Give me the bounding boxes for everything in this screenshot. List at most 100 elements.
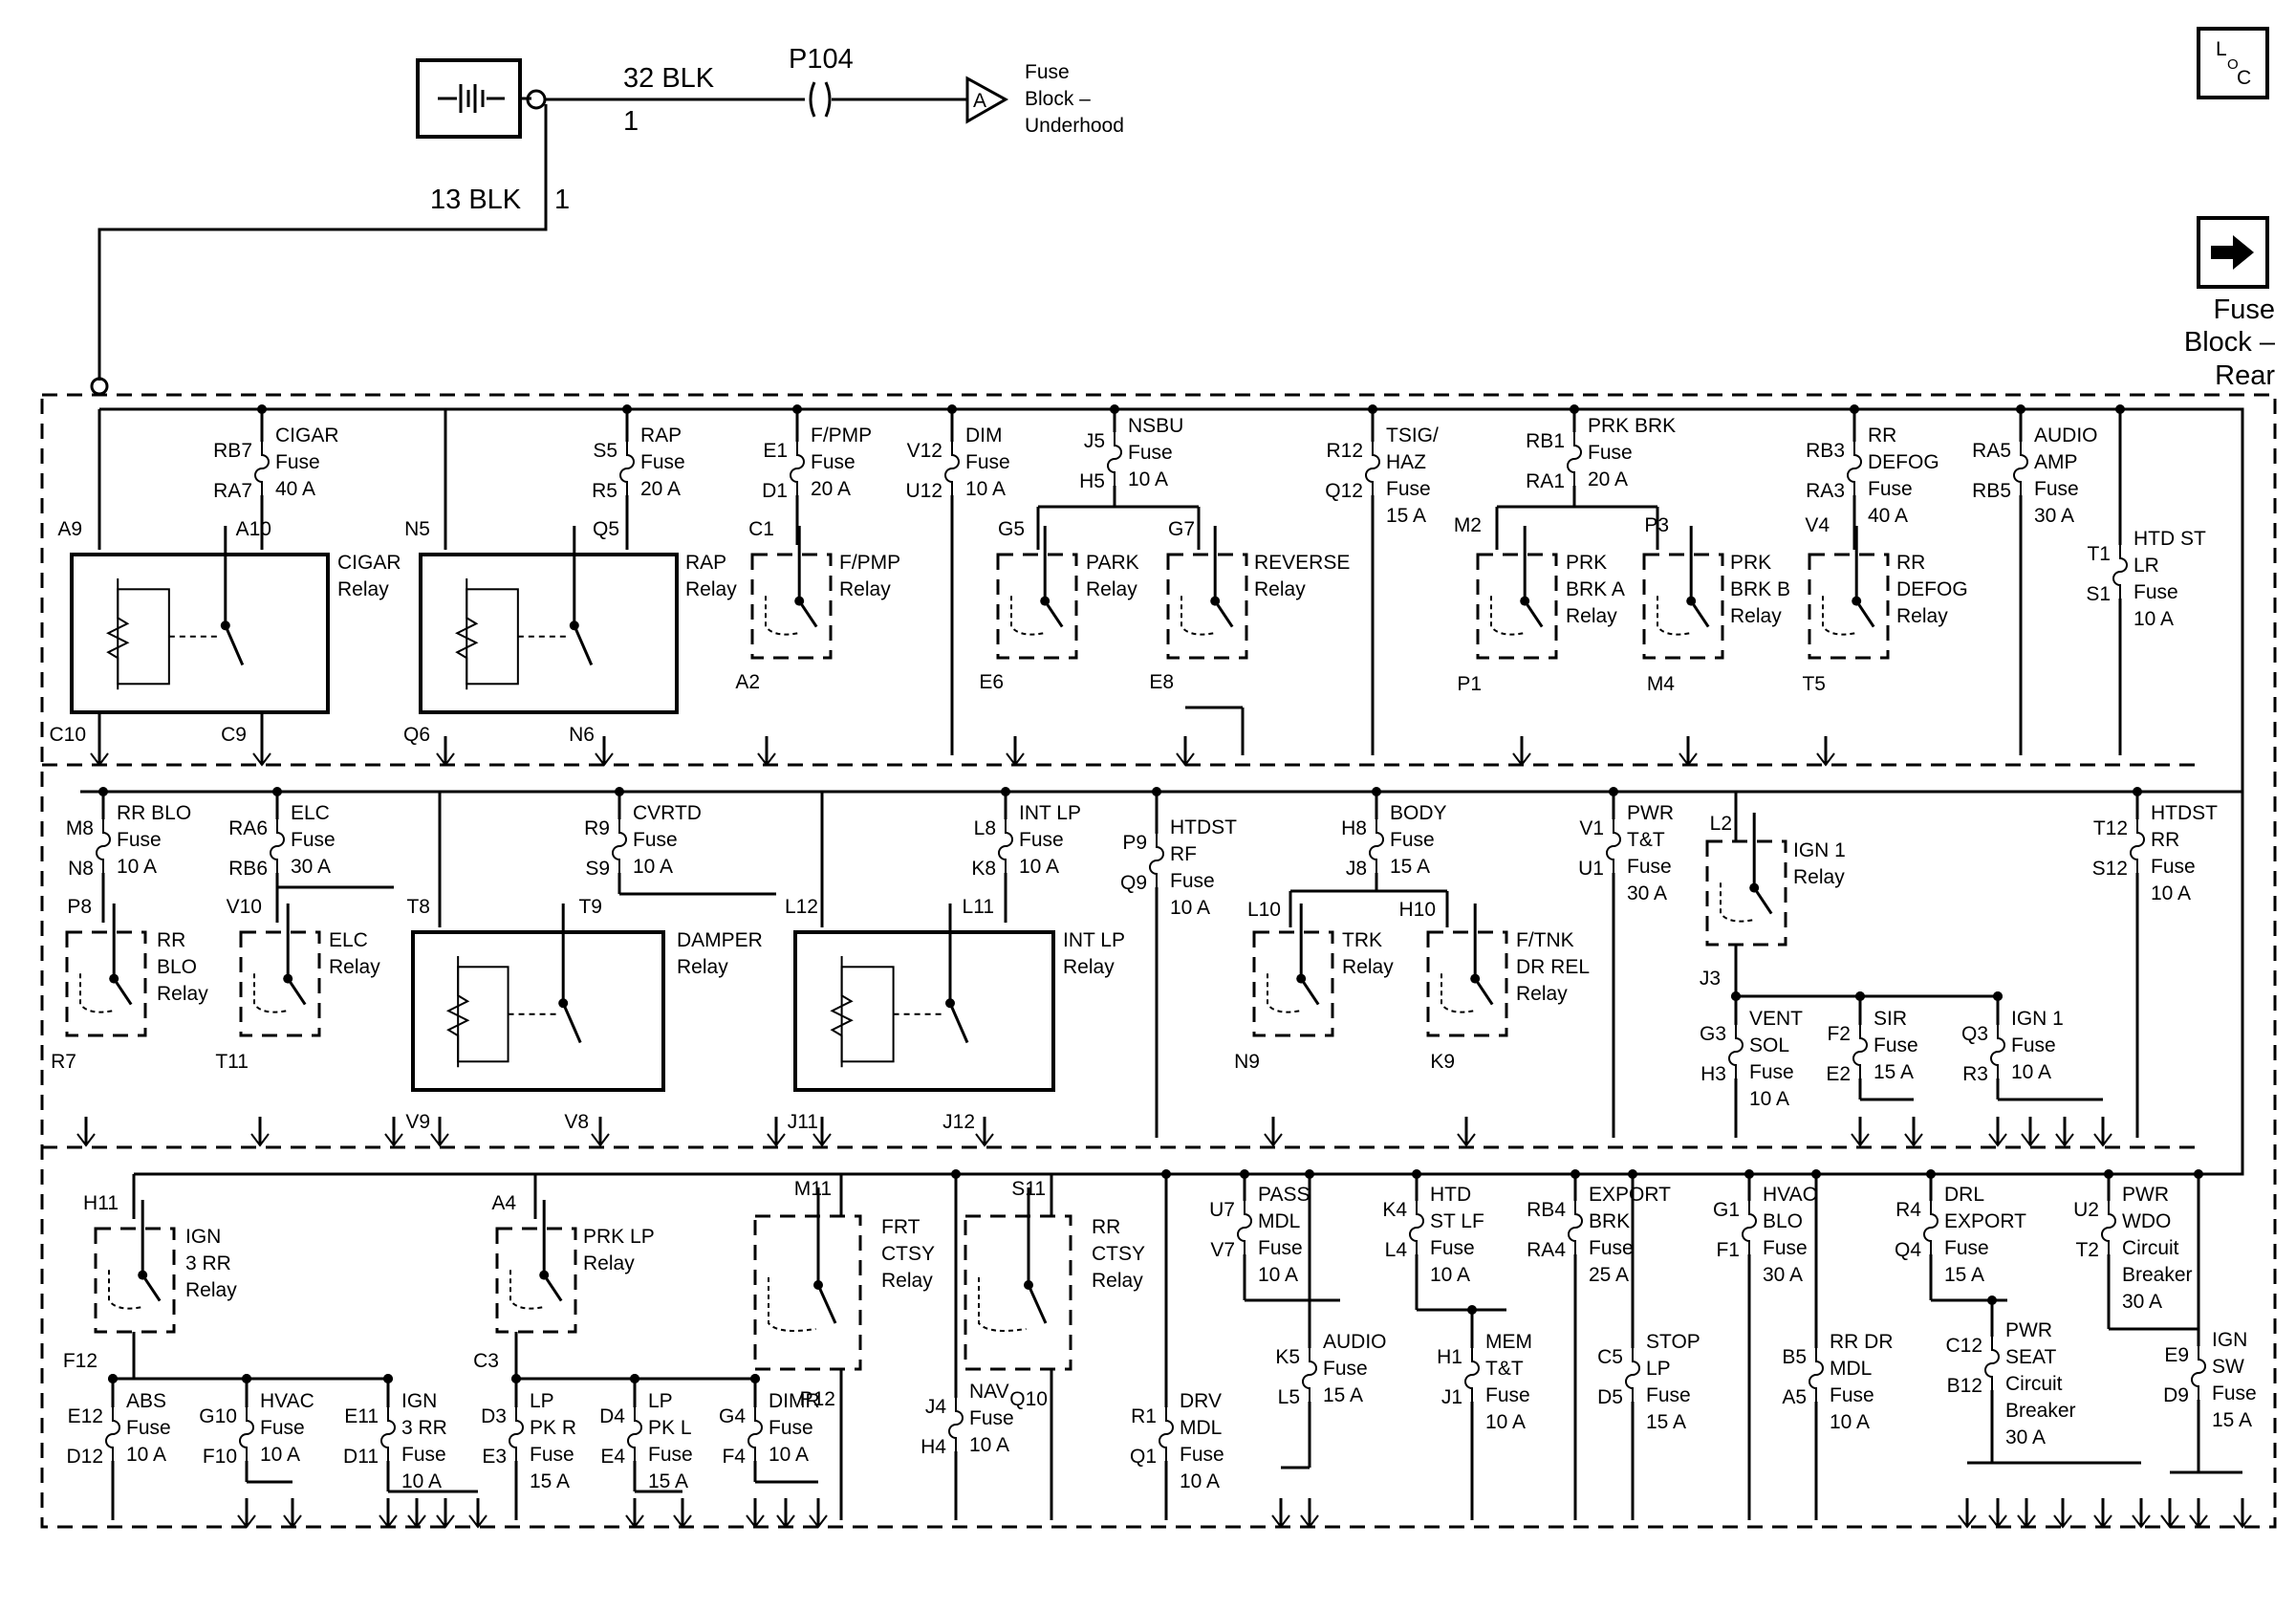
fuse-drvmdl-label-3: 10 A — [1180, 1470, 1220, 1492]
relay-prkbrka-label-1: BRK A — [1566, 578, 1625, 600]
fuse-nsbu-pin-top: J5 — [1084, 430, 1105, 452]
fuse-tsig-pin-bot: Q12 — [1325, 480, 1363, 502]
relay-fpmp-pin-1: A2 — [735, 671, 760, 693]
relay-prkbrka-label-2: Relay — [1566, 605, 1617, 627]
fuse-sir-label-2: 15 A — [1874, 1061, 1914, 1083]
fuse-body-pin-bot: J8 — [1346, 858, 1367, 880]
fuse-hvac-pin-top: G10 — [199, 1405, 237, 1427]
fuse-ignsw-pin-bot: D9 — [2163, 1384, 2189, 1406]
fuse-pwrseat-label-0: PWR — [2005, 1319, 2052, 1341]
fuse-rrdrmdl-label-2: Fuse — [1830, 1384, 1874, 1406]
fuse-nav-label-1: Fuse — [969, 1407, 1014, 1429]
relay-rrctsy-label-1: CTSY — [1092, 1243, 1145, 1265]
splice-connector-icon — [809, 81, 832, 118]
next-page-button[interactable] — [2197, 216, 2269, 289]
fuse-hvac-label-2: 10 A — [260, 1444, 300, 1466]
fuse-drvmdl-label-0: DRV — [1180, 1390, 1222, 1412]
fuse-audioamp-label-1: AMP — [2034, 451, 2078, 473]
fuse-pwrwdo-pin-top: U2 — [2073, 1199, 2099, 1221]
fuse-rrdefog-label-1: DEFOG — [1868, 451, 1939, 473]
fuse-drvmdl-label-1: MDL — [1180, 1417, 1222, 1439]
fuse-cvrtd-pin-bot: S9 — [585, 858, 610, 880]
fuse-pwrseat-pin-bot: B12 — [1947, 1375, 1982, 1397]
location-button[interactable]: L O C — [2197, 27, 2269, 99]
relay-ign3rr-label-0: IGN — [185, 1226, 221, 1248]
relay-ign3rr-label-2: Relay — [185, 1279, 237, 1301]
fuse-rrdrmdl-pin-bot: A5 — [1782, 1386, 1807, 1408]
fuse-htdstrf-pin-bot: Q9 — [1120, 872, 1147, 894]
fuse-pwrseat-label-3: Breaker — [2005, 1400, 2076, 1422]
fuse-audio-pin-top: K5 — [1275, 1346, 1300, 1368]
fuse-block-outline — [40, 393, 2277, 1529]
fuse-cigar-pin-top: RB7 — [213, 440, 252, 462]
fuse-sir-label-1: Fuse — [1874, 1034, 1918, 1056]
fuse-rrblo-pin-bot: N8 — [68, 858, 94, 880]
fuse-lppkl-pin-bot: E4 — [600, 1446, 625, 1468]
fuse-pwrtt-pin-top: V1 — [1579, 817, 1604, 839]
relay-damper-pin-2: V9 — [405, 1111, 430, 1133]
fuse-lppkl-pin-top: D4 — [599, 1405, 625, 1427]
relay-frtctsy-label-0: FRT — [881, 1216, 921, 1238]
fuse-nsbu-pin-bot: H5 — [1079, 470, 1105, 492]
fuse-htdstrr-pin-bot: S12 — [2092, 858, 2128, 880]
relay-rap-label-1: Relay — [685, 578, 737, 600]
relay-elc-pin-0: V10 — [227, 896, 262, 918]
fuse-rap-label-2: 20 A — [640, 478, 681, 500]
fuse-sir-pin-top: F2 — [1827, 1023, 1851, 1045]
fuse-memtt-pin-bot: J1 — [1441, 1386, 1462, 1408]
fuse-dimr-pin-top: G4 — [719, 1405, 746, 1427]
fuse-htdstlr-pin-top: T1 — [2087, 543, 2111, 565]
relay-ftnk-label-1: DR REL — [1516, 956, 1590, 978]
fuse-exportbrk-label-1: BRK — [1589, 1210, 1630, 1232]
svg-text:L: L — [2216, 38, 2227, 60]
fuse-exportbrk-label-0: EXPORT — [1589, 1184, 1671, 1206]
fuse-body-pin-top: H8 — [1341, 817, 1367, 839]
relay-damper-pin-3: V8 — [564, 1111, 589, 1133]
fuse-rap-pin-top: S5 — [593, 440, 617, 462]
relay-prkbrka-pin-1: P1 — [1457, 673, 1482, 695]
relay-rrdefog-label-0: RR — [1896, 552, 1925, 574]
fuse-dim-pin-top: V12 — [907, 440, 942, 462]
fuse-ign1f-pin-top: Q3 — [1961, 1023, 1988, 1045]
relay-damper-label-1: Relay — [677, 956, 728, 978]
fuse-tsig-label-2: Fuse — [1386, 478, 1431, 500]
fuse-memtt-label-1: T&T — [1485, 1358, 1524, 1380]
relay-intlp-pin-2: J11 — [788, 1111, 818, 1133]
fuse-ign3rrf-label-1: 3 RR — [401, 1417, 447, 1439]
fuse-drlexport-label-0: DRL — [1944, 1184, 1984, 1206]
relay-trk-pin-1: N9 — [1234, 1051, 1260, 1073]
relay-ftnk-label-0: F/TNK — [1516, 929, 1574, 951]
fuse-htdstlr-label-0: HTD ST — [2134, 528, 2206, 550]
fuse-htdstlr-pin-bot: S1 — [2086, 583, 2111, 605]
fuse-hvacblo-label-1: BLO — [1763, 1210, 1803, 1232]
fuse-exportbrk-pin-top: RB4 — [1527, 1199, 1566, 1221]
relay-ign1-label-0: IGN 1 — [1793, 839, 1846, 861]
fuse-hvac-label-0: HVAC — [260, 1390, 314, 1412]
ground-wire-circuit: 1 — [554, 185, 570, 215]
fuse-htdstlf-label-3: 10 A — [1430, 1264, 1470, 1286]
relay-elc-pin-1: T11 — [215, 1051, 249, 1073]
relay-rap-pin-1: Q5 — [593, 518, 619, 540]
fuse-audio-label-0: AUDIO — [1323, 1331, 1387, 1353]
fuse-nav-pin-bot: H4 — [921, 1436, 946, 1458]
fuse-passmdl-pin-top: U7 — [1209, 1199, 1235, 1221]
relay-ign1-pin-0: L2 — [1710, 813, 1732, 835]
fuse-lppkl-label-1: PK L — [648, 1417, 692, 1439]
fuse-hvac-pin-bot: F10 — [203, 1446, 237, 1468]
fuse-ign3rrf-label-3: 10 A — [401, 1470, 442, 1492]
fuse-ign3rrf-label-2: Fuse — [401, 1444, 446, 1466]
fuse-pwrwdo-label-1: WDO — [2122, 1210, 2171, 1232]
